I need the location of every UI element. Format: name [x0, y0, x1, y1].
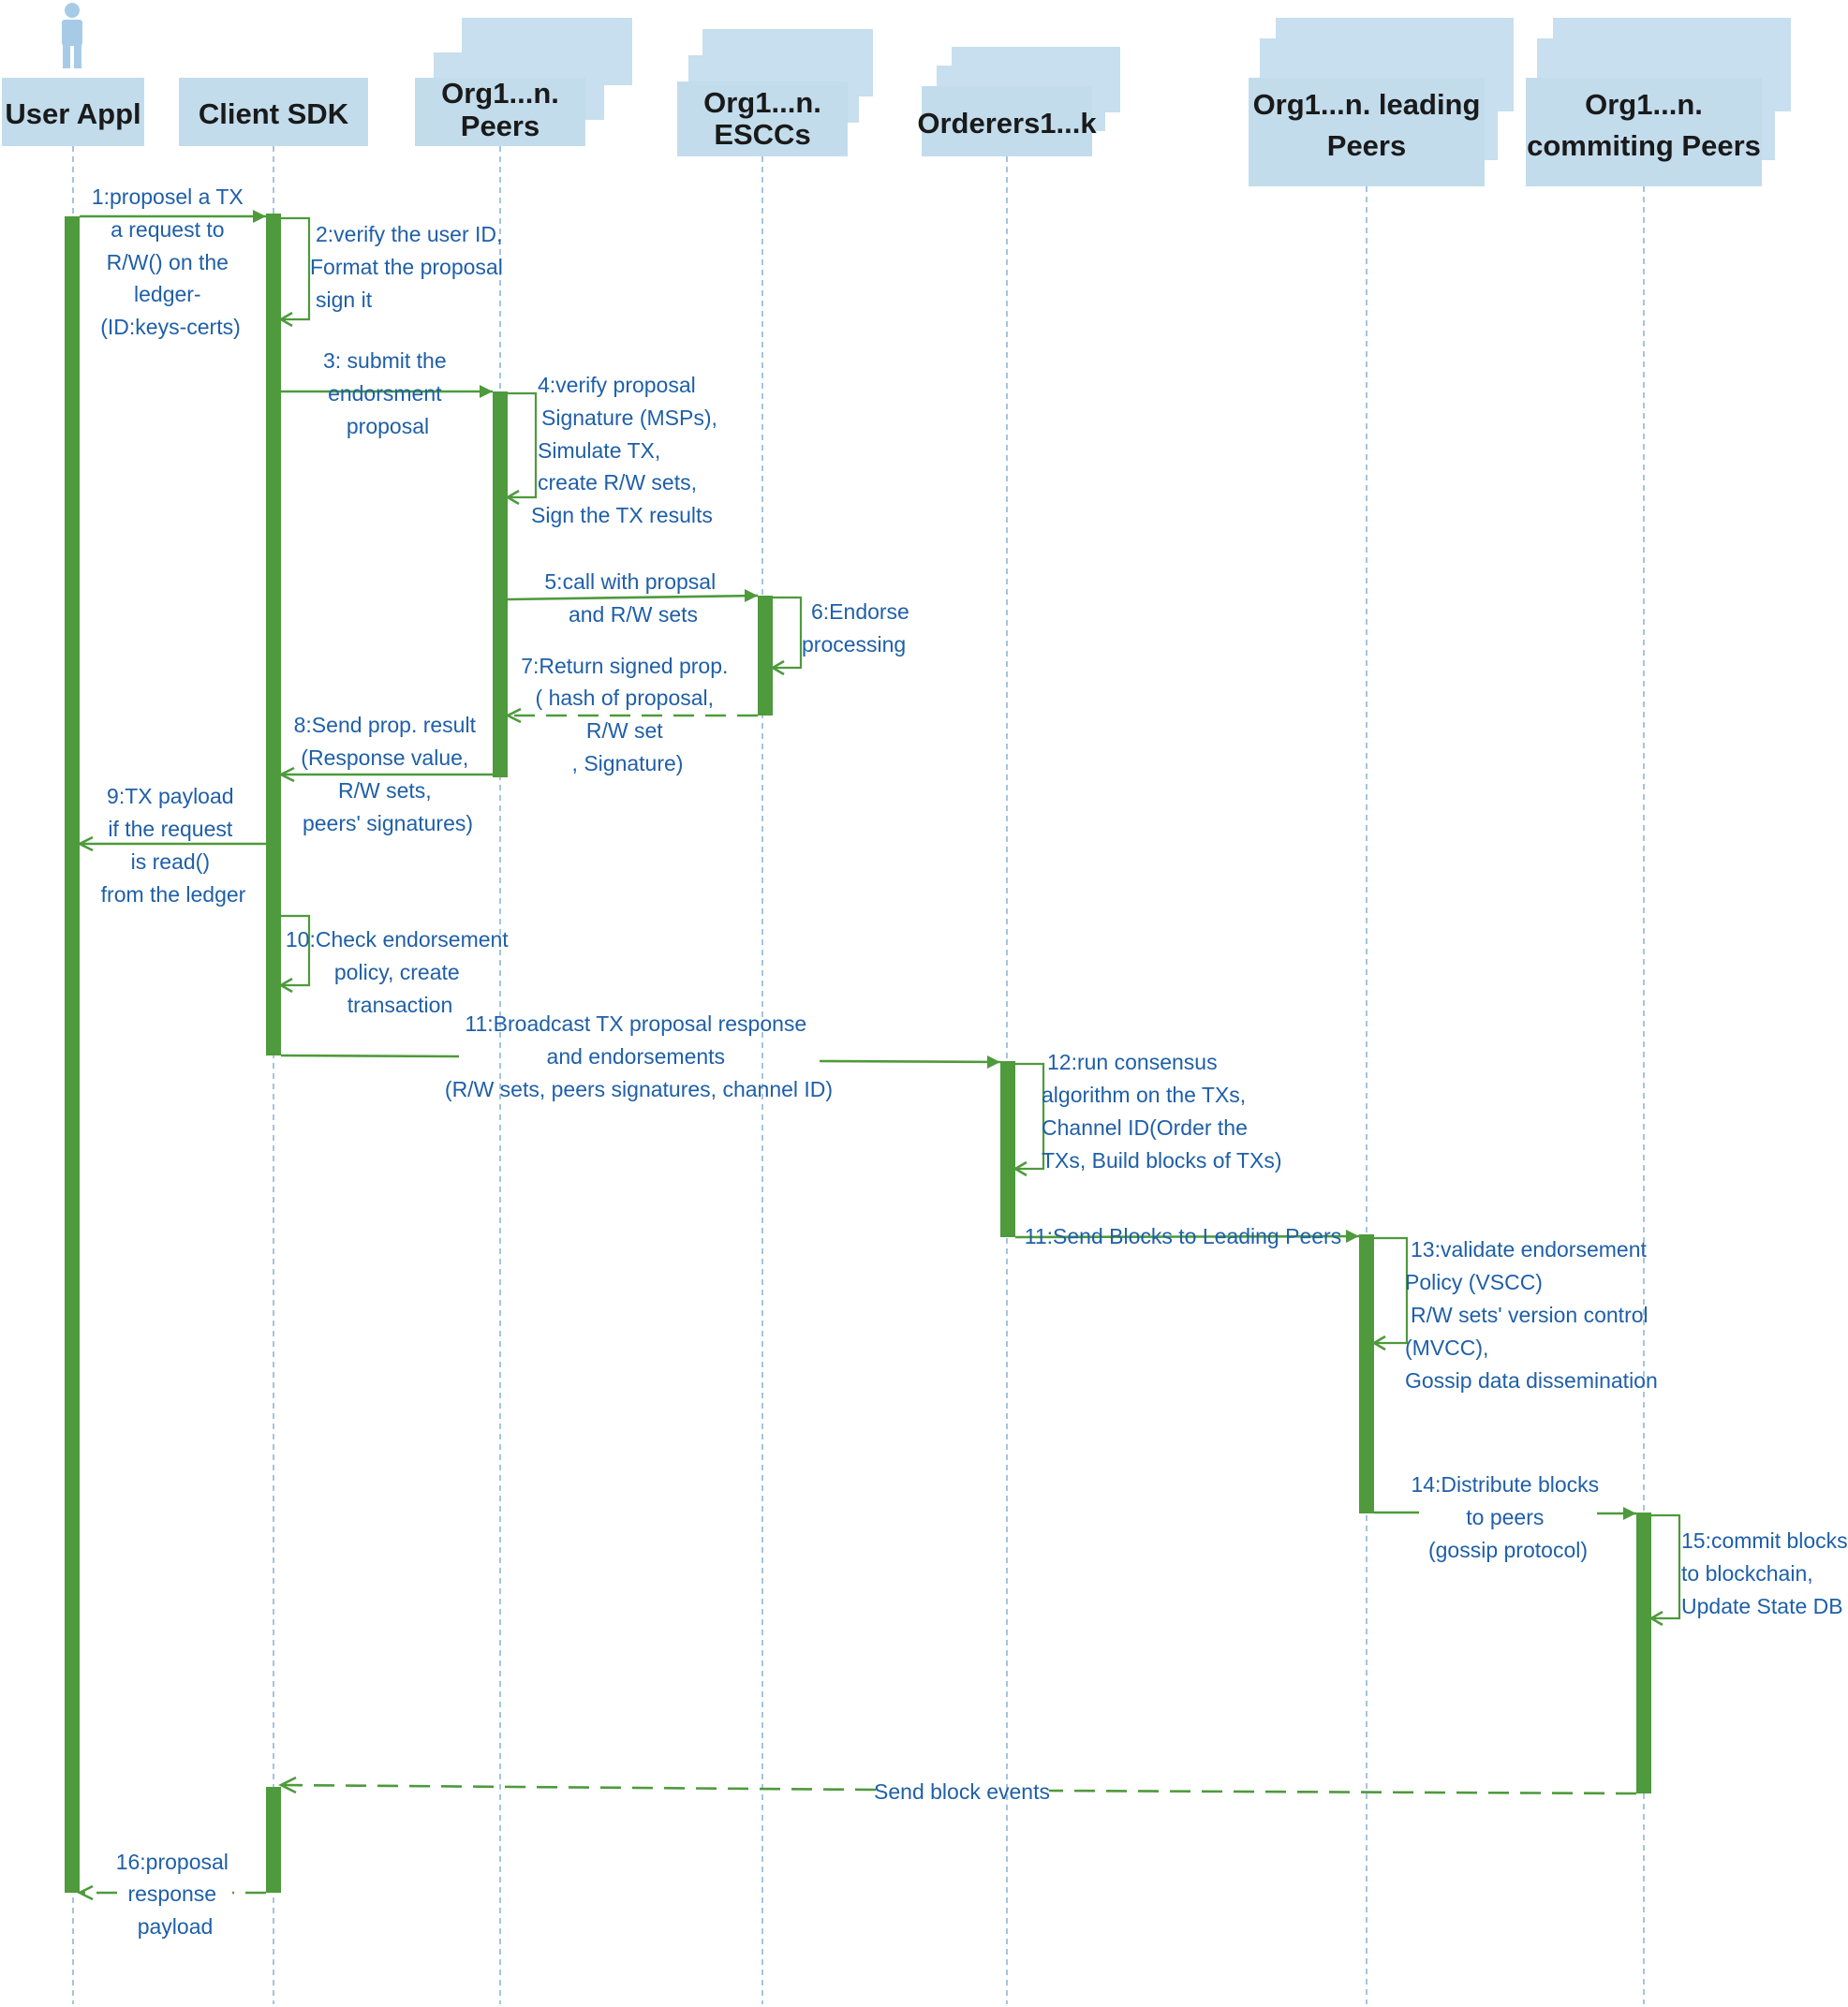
arrow-10-self	[281, 914, 311, 987]
activation-leading-peers	[1359, 1234, 1374, 1513]
msg-2-label: 2:verify the user ID, Format the proposa…	[310, 222, 509, 312]
msg-17-label: Send block events	[874, 1779, 1050, 1804]
message-labels: 1:proposel a TX a request to R/W() on th…	[92, 184, 1848, 1939]
arrow-5	[507, 594, 759, 601]
arrow-4-self	[508, 391, 538, 499]
msg-3-label: 3: submit the endorsment proposal	[323, 348, 452, 438]
participant-label: Org1...n.	[1585, 88, 1703, 121]
arrow-12-self	[1015, 1062, 1045, 1171]
msg-14-label: 13:validate endorsement Policy (VSCC) R/…	[1405, 1237, 1658, 1393]
participant-label: Org1...n.	[703, 86, 821, 119]
participant-label: ESCCs	[714, 118, 810, 151]
participant-label: Org1...n.	[441, 77, 559, 110]
msg-9-label: 9:TX payload if the request is read() fr…	[101, 784, 246, 907]
participant-label: Org1...n. leading	[1253, 88, 1481, 121]
msg-7-label: 7:Return signed prop. ( hash of proposal…	[521, 654, 734, 775]
msg-15-label: 14:Distribute blocks to peers (gossip pr…	[1411, 1472, 1604, 1562]
activation-esccs	[758, 596, 773, 716]
participant-label: Client SDK	[199, 97, 349, 130]
participant-sdk: Client SDK	[179, 78, 368, 146]
participant-leading-peers: Org1...n. leading Peers	[1249, 18, 1514, 186]
msg-12-label: 12:run consensus algorithm on the TXs, C…	[1042, 1050, 1282, 1173]
participant-label: commiting Peers	[1527, 129, 1761, 162]
participant-orderers: Orderers1...k	[917, 47, 1120, 156]
message-arrows	[77, 210, 1681, 1901]
activation-peers	[493, 391, 508, 777]
activation-committing-peers	[1636, 1513, 1651, 1793]
msg-5-label: 5:call with propsal and R/W sets	[544, 569, 721, 627]
activation-orderers	[1000, 1061, 1015, 1237]
msg-13-label: 11:Send Blocks to Leading Peers	[1025, 1224, 1341, 1248]
participant-committing-peers: Org1...n. commiting Peers	[1526, 18, 1791, 186]
participant-label: Peers	[1327, 129, 1406, 162]
arrow-2-self	[281, 216, 311, 321]
activation-bars	[65, 214, 1651, 1893]
arrow-16-self	[1651, 1513, 1681, 1620]
activation-sdk-2	[266, 1787, 281, 1893]
arrow-13	[1014, 1234, 1360, 1239]
msg-8-label: 8:Send prop. result (Response value, R/W…	[294, 713, 482, 835]
msg-16-label: 15:commit blocks to blockchain, Update S…	[1681, 1528, 1848, 1618]
msg-6-label: 6:Endorse processing	[802, 599, 915, 657]
participant-label: User Appl	[5, 97, 140, 130]
user-actor-icon	[62, 3, 82, 68]
arrow-6-self	[773, 596, 803, 670]
arrow-11	[280, 1054, 1001, 1064]
msg-1-label: 1:proposel a TX a request to R/W() on th…	[92, 184, 249, 339]
participant-label: Peers	[461, 110, 540, 142]
participant-label: Orderers1...k	[917, 107, 1097, 140]
msg-10-label: 10:Check endorsement policy, create tran…	[286, 927, 514, 1017]
msg-4-label: 4:verify proposal Signature (MSPs), Simu…	[531, 373, 723, 527]
arrow-17	[280, 1783, 1637, 1795]
participant-esccs: Org1...n. ESCCs	[677, 29, 873, 156]
activation-sdk-1	[266, 214, 281, 1055]
lifelines	[72, 146, 1645, 2004]
msg-18-label: 16:proposal response payload	[116, 1850, 235, 1939]
msg-11-label: 11:Broadcast TX proposal response and en…	[445, 1011, 833, 1101]
arrow-14-self	[1374, 1236, 1409, 1345]
activation-user	[65, 216, 80, 1893]
participant-peers: Org1...n. Peers	[415, 18, 632, 146]
participant-user: User Appl	[2, 78, 144, 146]
